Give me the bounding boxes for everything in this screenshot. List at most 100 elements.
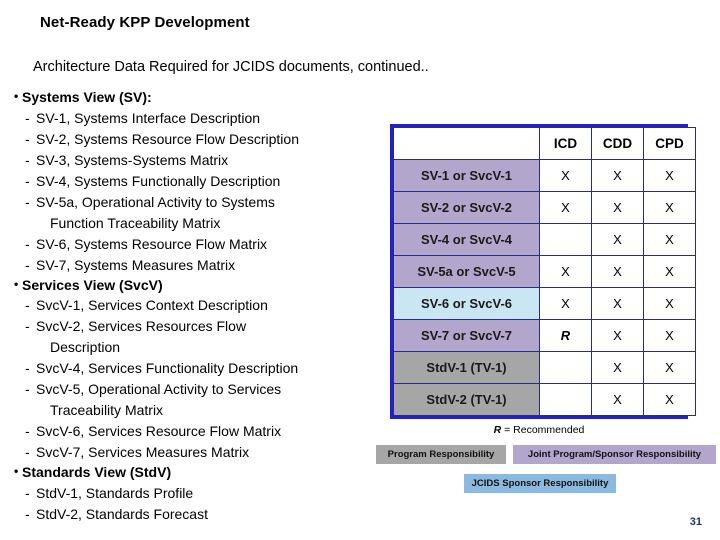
list-item-label: SV-6, Systems Resource Flow Matrix: [36, 235, 268, 252]
list-item: -SV-4, Systems Functionally Description: [16, 171, 388, 192]
bullet-dash-icon: -: [25, 235, 30, 252]
matrix-cell-icd: X: [539, 191, 592, 224]
architecture-views-list: Systems View (SV):-SV-1, Systems Interfa…: [14, 87, 388, 525]
matrix-cell-icd: [539, 223, 592, 256]
list-item-label: SV-7, Systems Measures Matrix: [36, 256, 236, 273]
matrix-row-label: SV-4 or SvcV-4: [393, 223, 540, 256]
list-item-label: SV-1, Systems Interface Description: [36, 109, 261, 126]
matrix-cell-cpd: X: [643, 191, 696, 224]
matrix-cell-cpd: X: [643, 383, 696, 416]
list-item-label: StdV-1, Standards Profile: [36, 484, 194, 501]
matrix-corner-header: [393, 127, 540, 160]
matrix-cell-icd: [539, 383, 592, 416]
list-item-label: SvcV-5, Operational Activity to Services: [36, 381, 282, 397]
column-header-cpd: CPD: [643, 127, 696, 160]
matrix-header: ICD CDD CPD: [393, 127, 696, 160]
matrix-cell-cdd: X: [591, 255, 644, 288]
matrix-cell-cpd: X: [643, 319, 696, 352]
matrix-cell-cpd: X: [643, 223, 696, 256]
legend-chip-program-label: Program Responsibility: [387, 449, 495, 460]
view-group-heading: Services View (SvcV): [14, 275, 388, 296]
matrix-cell-icd: X: [539, 159, 592, 192]
list-item: -SvcV-6, Services Resource Flow Matrix: [16, 421, 388, 442]
bullet-dash-icon: -: [25, 484, 30, 501]
matrix-cell-cdd: X: [591, 351, 644, 384]
bullet-dash-icon: -: [25, 444, 30, 460]
bullet-dash-icon: -: [25, 130, 30, 147]
page-number: 31: [689, 516, 702, 528]
table-header-row: ICD CDD CPD: [393, 127, 696, 160]
matrix-cell-cpd: X: [643, 255, 696, 288]
list-item-label: SvcV-4, Services Functionality Descripti…: [36, 360, 299, 376]
matrix-row-label: StdV-1 (TV-1): [393, 351, 540, 384]
matrix-row-label: SV-7 or SvcV-7: [393, 319, 540, 352]
legend-chip-program-responsibility: Program Responsibility: [376, 445, 506, 464]
column-header-cdd: CDD: [591, 127, 644, 160]
view-group-heading: Standards View (StdV): [14, 462, 388, 483]
list-item: Description: [16, 337, 388, 358]
list-item: -SvcV-5, Operational Activity to Service…: [16, 379, 388, 400]
list-item-label: SV-4, Systems Functionally Description: [36, 172, 281, 189]
matrix-cell-cpd: X: [643, 351, 696, 384]
bullet-dash-icon: -: [25, 151, 30, 168]
list-item-label: SV-3, Systems-Systems Matrix: [36, 151, 229, 168]
column-header-icd: ICD: [539, 127, 592, 160]
matrix-row-label: SV-6 or SvcV-6: [393, 287, 540, 320]
bullet-dash-icon: -: [25, 256, 30, 273]
matrix-cell-cdd: X: [591, 159, 644, 192]
list-item-label: SV-5a, Operational Activity to Systems: [36, 193, 275, 210]
list-item: -StdV-1, Standards Profile: [16, 483, 388, 504]
matrix-row-label: StdV-2 (TV-1): [393, 383, 540, 416]
list-item-label: SvcV-7, Services Measures Matrix: [36, 444, 250, 460]
list-item: -SV-1, Systems Interface Description: [16, 108, 388, 129]
list-item: Traceability Matrix: [16, 400, 388, 421]
list-item-label: Description: [50, 339, 121, 355]
matrix-cell-icd: [539, 351, 592, 384]
view-group-heading: Systems View (SV):: [14, 87, 388, 108]
bullet-dash-icon: -: [25, 505, 30, 522]
bullet-dash-icon: -: [25, 297, 30, 313]
matrix-cell-cdd: X: [591, 191, 644, 224]
list-item: -SvcV-4, Services Functionality Descript…: [16, 358, 388, 379]
matrix-cell-cdd: X: [591, 319, 644, 352]
matrix-row-label: SV-1 or SvcV-1: [393, 159, 540, 192]
matrix-cell-icd: X: [539, 255, 592, 288]
list-item: -SV-2, Systems Resource Flow Description: [16, 129, 388, 150]
list-item: -StdV-2, Standards Forecast: [16, 504, 388, 525]
bullet-dash-icon: -: [25, 318, 30, 334]
recommended-note: R = Recommended: [390, 424, 688, 436]
list-item-label: SvcV-6, Services Resource Flow Matrix: [36, 423, 282, 439]
list-item: -SV-3, Systems-Systems Matrix: [16, 150, 388, 171]
legend-chip-jcids-label: JCIDS Sponsor Responsibility: [471, 478, 609, 489]
list-item: Function Traceability Matrix: [16, 213, 388, 234]
bullet-dash-icon: -: [25, 423, 30, 439]
matrix-cell-cpd: X: [643, 287, 696, 320]
bullet-dash-icon: -: [25, 172, 30, 189]
page-title: Net-Ready KPP Development: [40, 14, 250, 31]
matrix-cell-cdd: X: [591, 287, 644, 320]
matrix-cell-cdd: X: [591, 223, 644, 256]
legend-chip-joint-responsibility: Joint Program/Sponsor Responsibility: [513, 445, 716, 464]
list-item: -SV-5a, Operational Activity to Systems: [16, 192, 388, 213]
recommended-text: = Recommended: [504, 424, 585, 436]
bullet-dash-icon: -: [25, 360, 30, 376]
matrix-cell-icd: R: [539, 319, 592, 352]
matrix-cell-cdd: X: [591, 383, 644, 416]
list-item: -SV-7, Systems Measures Matrix: [16, 255, 388, 276]
bullet-dash-icon: -: [25, 193, 30, 210]
list-item-label: SV-2, Systems Resource Flow Description: [36, 130, 299, 147]
page-subtitle: Architecture Data Required for JCIDS doc…: [33, 59, 429, 75]
list-item: -SV-6, Systems Resource Flow Matrix: [16, 234, 388, 255]
list-item: -SvcV-2, Services Resources Flow: [16, 316, 388, 337]
matrix-row-label: SV-2 or SvcV-2: [393, 191, 540, 224]
